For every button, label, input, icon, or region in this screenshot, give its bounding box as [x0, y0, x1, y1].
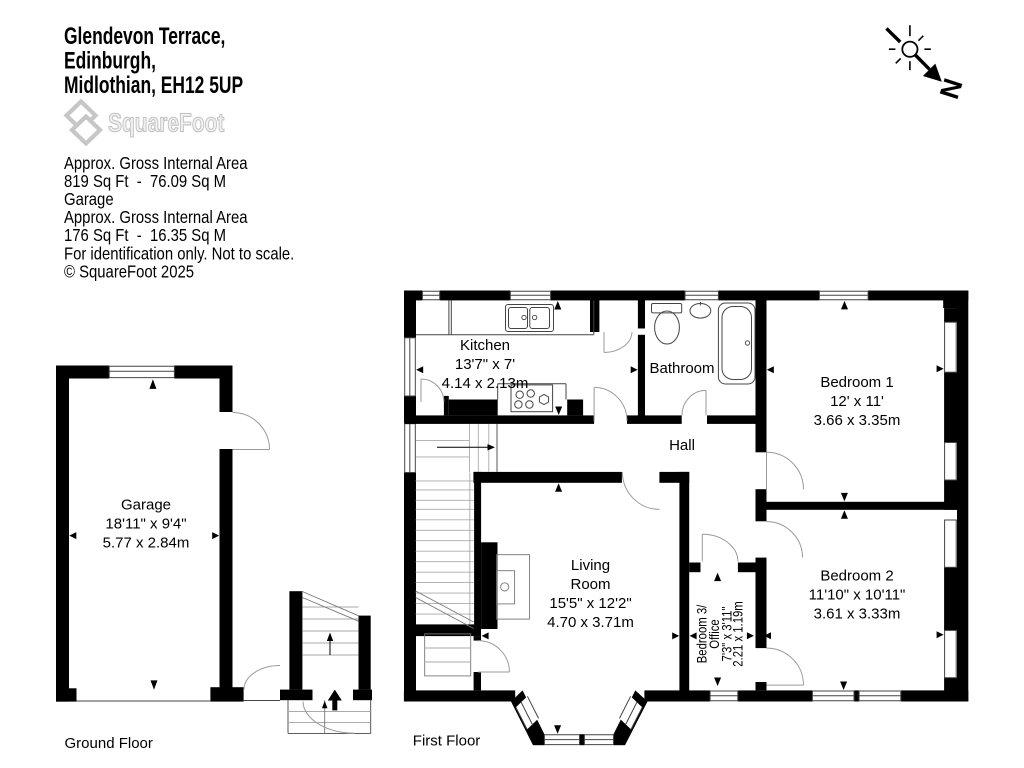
- svg-text:18'11" x 9'4": 18'11" x 9'4": [105, 515, 186, 532]
- svg-text:Ground Floor: Ground Floor: [65, 735, 153, 752]
- svg-text:Bedroom 3/: Bedroom 3/: [695, 604, 710, 663]
- svg-text:3.66 x 3.35m: 3.66 x 3.35m: [814, 412, 901, 429]
- svg-text:Approx. Gross Internal Area: Approx. Gross Internal Area: [64, 154, 248, 173]
- svg-text:© SquareFoot 2025: © SquareFoot 2025: [64, 262, 194, 281]
- svg-text:Bathroom: Bathroom: [649, 360, 714, 377]
- svg-text:Edinburgh,: Edinburgh,: [64, 48, 156, 74]
- svg-text:SquareFoot: SquareFoot: [108, 109, 225, 138]
- svg-text:819 Sq Ft - 76.09 Sq M: 819 Sq Ft - 76.09 Sq M: [64, 172, 226, 191]
- svg-text:Glendevon Terrace,: Glendevon Terrace,: [64, 24, 225, 50]
- svg-text:4.14 x 2.13m: 4.14 x 2.13m: [442, 375, 529, 392]
- svg-text:7'3" x 3'11": 7'3" x 3'11": [720, 607, 735, 662]
- svg-text:Office: Office: [707, 619, 722, 648]
- svg-text:Living: Living: [571, 557, 610, 574]
- svg-text:Bedroom 2: Bedroom 2: [820, 568, 893, 585]
- svg-text:For identification only. Not t: For identification only. Not to scale.: [64, 244, 294, 263]
- svg-text:4.70 x 3.71m: 4.70 x 3.71m: [547, 614, 634, 631]
- svg-text:2.21 x 1.19m: 2.21 x 1.19m: [731, 601, 746, 666]
- svg-text:5.77 x 2.84m: 5.77 x 2.84m: [103, 534, 190, 551]
- svg-text:Room: Room: [570, 576, 610, 593]
- svg-text:Kitchen: Kitchen: [460, 337, 510, 354]
- svg-text:12' x 11': 12' x 11': [830, 393, 884, 410]
- svg-text:15'5" x 12'2": 15'5" x 12'2": [549, 595, 631, 612]
- svg-text:First Floor: First Floor: [413, 733, 481, 750]
- svg-text:3.61 x 3.33m: 3.61 x 3.33m: [814, 606, 901, 623]
- svg-text:176 Sq Ft - 16.35 Sq M: 176 Sq Ft - 16.35 Sq M: [64, 226, 226, 245]
- svg-text:Garage: Garage: [64, 190, 114, 209]
- svg-text:13'7" x 7': 13'7" x 7': [455, 356, 515, 373]
- svg-text:Garage: Garage: [121, 496, 171, 513]
- svg-text:Bedroom 1: Bedroom 1: [820, 374, 893, 391]
- svg-text:11'10" x 10'11": 11'10" x 10'11": [809, 587, 906, 604]
- svg-text:Hall: Hall: [669, 437, 695, 454]
- svg-text:Approx. Gross Internal Area: Approx. Gross Internal Area: [64, 208, 248, 227]
- svg-text:Midlothian, EH12 5UP: Midlothian, EH12 5UP: [64, 72, 243, 98]
